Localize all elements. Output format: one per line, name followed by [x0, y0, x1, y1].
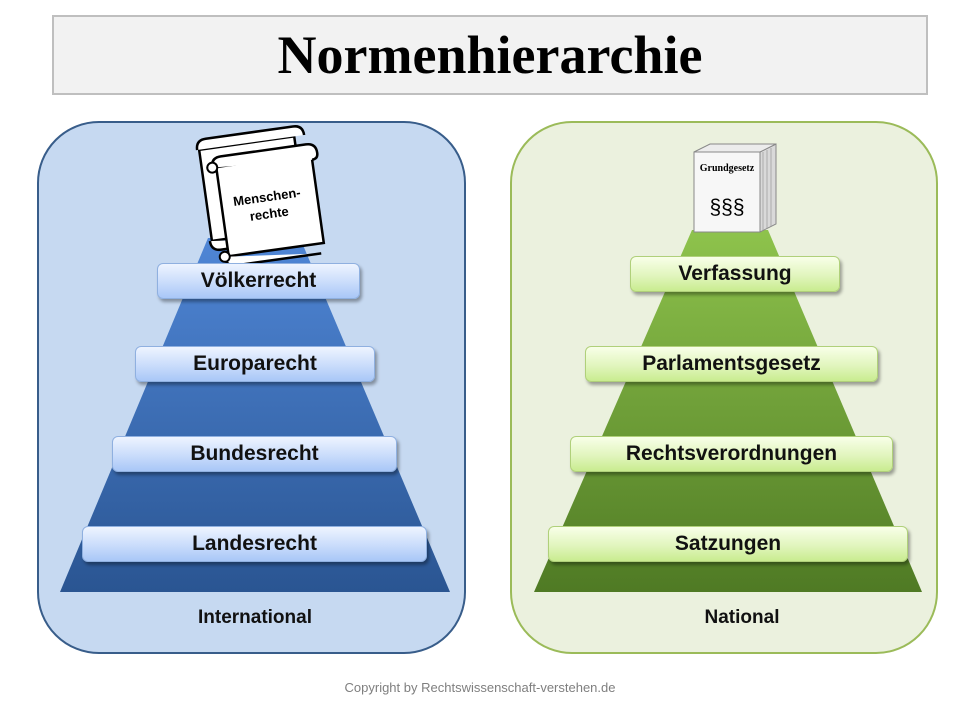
book-icon: Grundgesetz §§§	[693, 143, 777, 233]
title-box: Normenhierarchie	[52, 15, 928, 95]
level-voelkerrecht: Völkerrecht	[157, 263, 360, 299]
level-satzungen: Satzungen	[548, 526, 908, 562]
level-landesrecht: Landesrecht	[82, 526, 427, 562]
scroll-icon: Menschen- rechte	[195, 125, 326, 267]
page-title: Normenhierarchie	[277, 25, 703, 85]
level-parlamentsgesetz: Parlamentsgesetz	[585, 346, 878, 382]
level-bundesrecht: Bundesrecht	[112, 436, 397, 472]
book-symbol: §§§	[709, 196, 744, 219]
international-pyramid	[60, 238, 450, 592]
scroll-label-line2: rechte	[249, 204, 290, 224]
copyright-notice: Copyright by Rechtswissenschaft-verstehe…	[344, 680, 616, 695]
level-rechtsverordnungen: Rechtsverordnungen	[570, 436, 893, 472]
level-europarecht: Europarecht	[135, 346, 375, 382]
book-title: Grundgesetz	[700, 163, 755, 174]
national-caption: National	[704, 607, 780, 628]
level-verfassung: Verfassung	[630, 256, 840, 292]
international-caption: International	[197, 607, 312, 628]
national-pyramid	[534, 230, 922, 592]
